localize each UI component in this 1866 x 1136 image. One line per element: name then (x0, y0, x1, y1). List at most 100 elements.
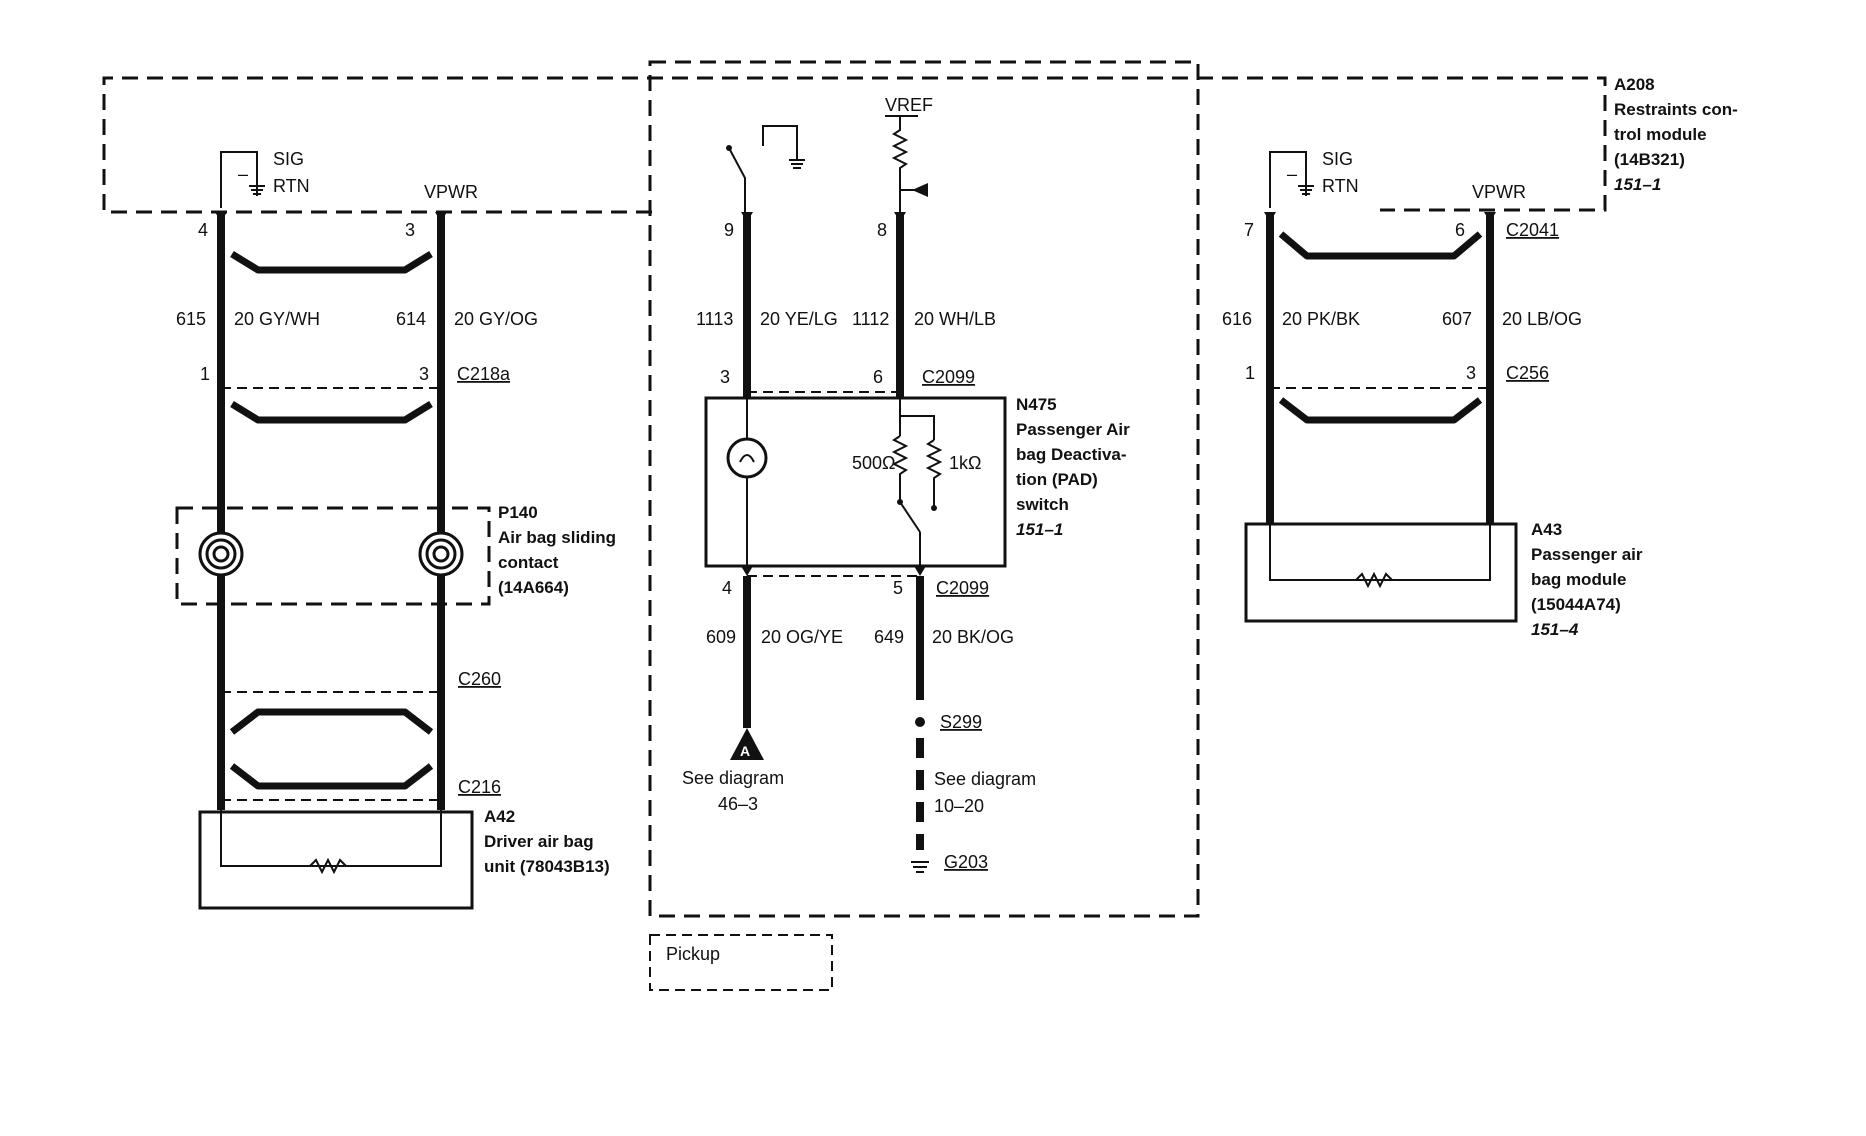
left-connector-bracket-1 (230, 251, 433, 274)
w614-spec: 20 GY/OG (454, 309, 538, 329)
see-a-line1: See diagram (682, 768, 784, 788)
pad-indicator-lamp-icon (726, 437, 768, 479)
right-connector-bracket-1 (1278, 231, 1483, 260)
left-ground-icon (249, 185, 265, 195)
left-top-pin1: 4 (198, 220, 208, 240)
a43-module-box (1244, 522, 1518, 623)
a208-name-line3: (14B321) (1614, 150, 1685, 169)
connector-a-tag: A (740, 743, 750, 759)
n475-id: N475 (1016, 395, 1057, 414)
w616-circuit: 616 (1222, 309, 1252, 329)
s299-splice-dot (915, 717, 925, 727)
w607-circuit: 607 (1442, 309, 1472, 329)
r500-resistor-icon (891, 435, 909, 502)
right-wire-return (1269, 524, 1491, 581)
a208-name-line2: trol module (1614, 125, 1707, 144)
center-sense-arrow-icon (912, 183, 928, 197)
center-top-pin1: 9 (724, 220, 734, 240)
center-ground-icon (789, 159, 805, 169)
a208-ref: 151–1 (1614, 175, 1661, 194)
see-b-line1: See diagram (934, 769, 1036, 789)
left-vpwr-label: VPWR (424, 182, 478, 202)
center-bot-pin1: 4 (722, 578, 732, 598)
c256-label: C256 (1506, 363, 1549, 383)
right-top-pin2: 6 (1455, 220, 1465, 240)
a42-name-line1: Driver air bag (484, 832, 594, 851)
a42-id: A42 (484, 807, 515, 826)
right-sig-rtn-loop (1269, 151, 1307, 208)
n475-name-line2: bag Deactiva- (1016, 445, 1127, 464)
a43-id: A43 (1531, 520, 1562, 539)
see-a-line2: 46–3 (718, 794, 758, 814)
right-connector-bracket-2 (1278, 397, 1483, 424)
right-vpwr-label: VPWR (1472, 182, 1526, 202)
center-bot-pin2: 5 (893, 578, 903, 598)
p140-outline (175, 506, 491, 606)
right-mid-pin2: 3 (1466, 363, 1476, 383)
w649-spec: 20 BK/OG (932, 627, 1014, 647)
s299-label: S299 (940, 712, 982, 732)
a42-name-line2: unit (78043B13) (484, 857, 610, 876)
a43-name-line2: bag module (1531, 570, 1626, 589)
left-connector-bracket-3 (229, 708, 434, 735)
a43-resistor-icon (1355, 571, 1393, 589)
g203-ground-icon (911, 861, 929, 873)
c2041-label: C2041 (1506, 220, 1559, 240)
a43-name-line3: (15044A74) (1531, 595, 1621, 614)
n475-name-line4: switch (1016, 495, 1069, 514)
w609-circuit: 609 (706, 627, 736, 647)
pickup-region-outline (648, 60, 1200, 918)
left-mid-pin2: 3 (419, 364, 429, 384)
n475-name-line3: tion (PAD) (1016, 470, 1098, 489)
a42-module-box (198, 810, 474, 910)
pickup-legend-box (649, 934, 833, 991)
r500-label: 500Ω (852, 453, 896, 473)
right-mid-pin1: 1 (1245, 363, 1255, 383)
pickup-label: Pickup (666, 944, 720, 964)
left-rtn-label: RTN (273, 176, 310, 196)
see-b-line2: 10–20 (934, 796, 984, 816)
n475-ref: 151–1 (1016, 520, 1063, 539)
c2099-bottom-label: C2099 (936, 578, 989, 598)
center-mid-pin2: 6 (873, 367, 883, 387)
n475-module-box (704, 396, 1007, 568)
w607-spec: 20 LB/OG (1502, 309, 1582, 329)
left-minus-sign: – (238, 164, 248, 184)
right-rtn-label: RTN (1322, 176, 1359, 196)
w615-spec: 20 GY/WH (234, 309, 320, 329)
c216-label: C216 (458, 777, 501, 797)
c260-label: C260 (458, 669, 501, 689)
a208-name-line1: Restraints con- (1614, 100, 1738, 119)
a43-ref: 151–4 (1531, 620, 1579, 639)
c2099-top-label: C2099 (922, 367, 975, 387)
left-top-pin2: 3 (405, 220, 415, 240)
w1113-spec: 20 YE/LG (760, 309, 838, 329)
w649-circuit: 649 (874, 627, 904, 647)
vref-resistor-icon (891, 116, 909, 212)
n475-name-line1: Passenger Air (1016, 420, 1130, 439)
left-mid-pin1: 1 (200, 364, 210, 384)
right-ground-icon (1298, 185, 1314, 195)
c218a-label: C218a (457, 364, 511, 384)
w1112-circuit: 1112 (852, 309, 889, 329)
r1k-label: 1kΩ (949, 453, 981, 473)
p140-name-line3: (14A664) (498, 578, 569, 597)
g203-label: G203 (944, 852, 988, 872)
vref-label: VREF (885, 95, 933, 115)
p140-id: P140 (498, 503, 538, 522)
a208-module-outline (102, 76, 1607, 214)
left-wire-return (220, 810, 442, 867)
right-minus-sign: – (1287, 164, 1297, 184)
a42-resistor-icon (309, 857, 347, 875)
w609-spec: 20 OG/YE (761, 627, 843, 647)
right-sig-label: SIG (1322, 149, 1353, 169)
w615-circuit: 615 (176, 309, 206, 329)
left-connector-bracket-4 (229, 763, 434, 790)
center-ground-lead (762, 125, 798, 160)
a43-name-line1: Passenger air (1531, 545, 1643, 564)
w1113-circuit: 1113 (696, 309, 733, 329)
right-top-pin1: 7 (1244, 220, 1254, 240)
pad-switch-contact-icon (899, 501, 921, 533)
center-mid-pin1: 3 (720, 367, 730, 387)
